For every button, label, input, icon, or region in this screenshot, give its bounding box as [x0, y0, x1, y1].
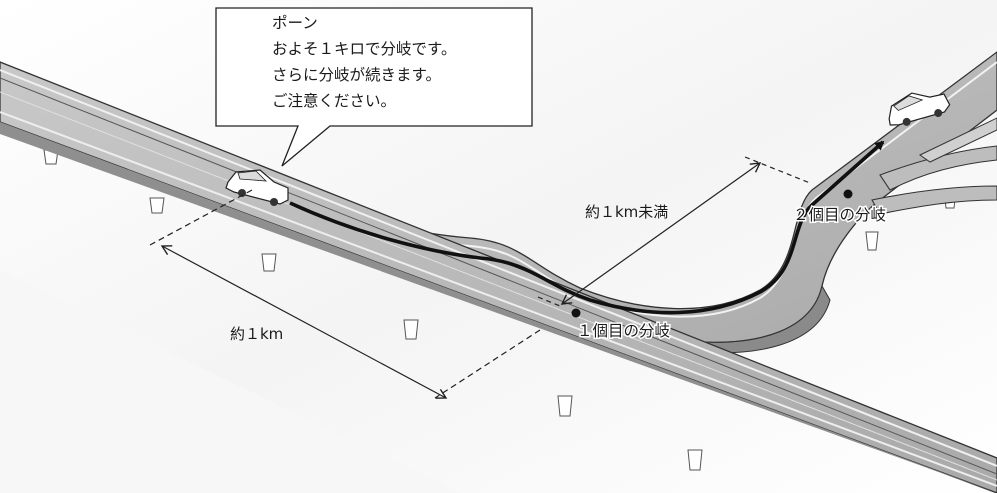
distance-under-1km-guide: [537, 156, 811, 307]
branch-1-label: １個目の分岐: [577, 322, 670, 340]
bubble-line: さらに分岐が続きます。: [272, 66, 441, 84]
branch-1-point: [571, 308, 581, 318]
distance-under-1km-label: 約１km未満: [585, 203, 668, 221]
distance-1km-guide: [149, 189, 541, 399]
branch-2-point: [843, 189, 853, 199]
bubble-line: ご注意ください。: [272, 92, 397, 110]
speech-bubble-shape: [215, 7, 533, 167]
bubble-line: ポーン: [272, 14, 318, 32]
branch-2-label: ２個目の分岐: [793, 206, 886, 224]
speech-bubble: ポーン およそ１キロで分岐です。 さらに分岐が続きます。 ご注意ください。: [216, 8, 532, 126]
car-icon: [225, 169, 289, 206]
bubble-line: およそ１キロで分岐です。: [272, 40, 457, 58]
car-icon: [888, 92, 951, 126]
main-highway: [0, 61, 997, 493]
distance-1km-label: 約１km: [230, 325, 283, 343]
